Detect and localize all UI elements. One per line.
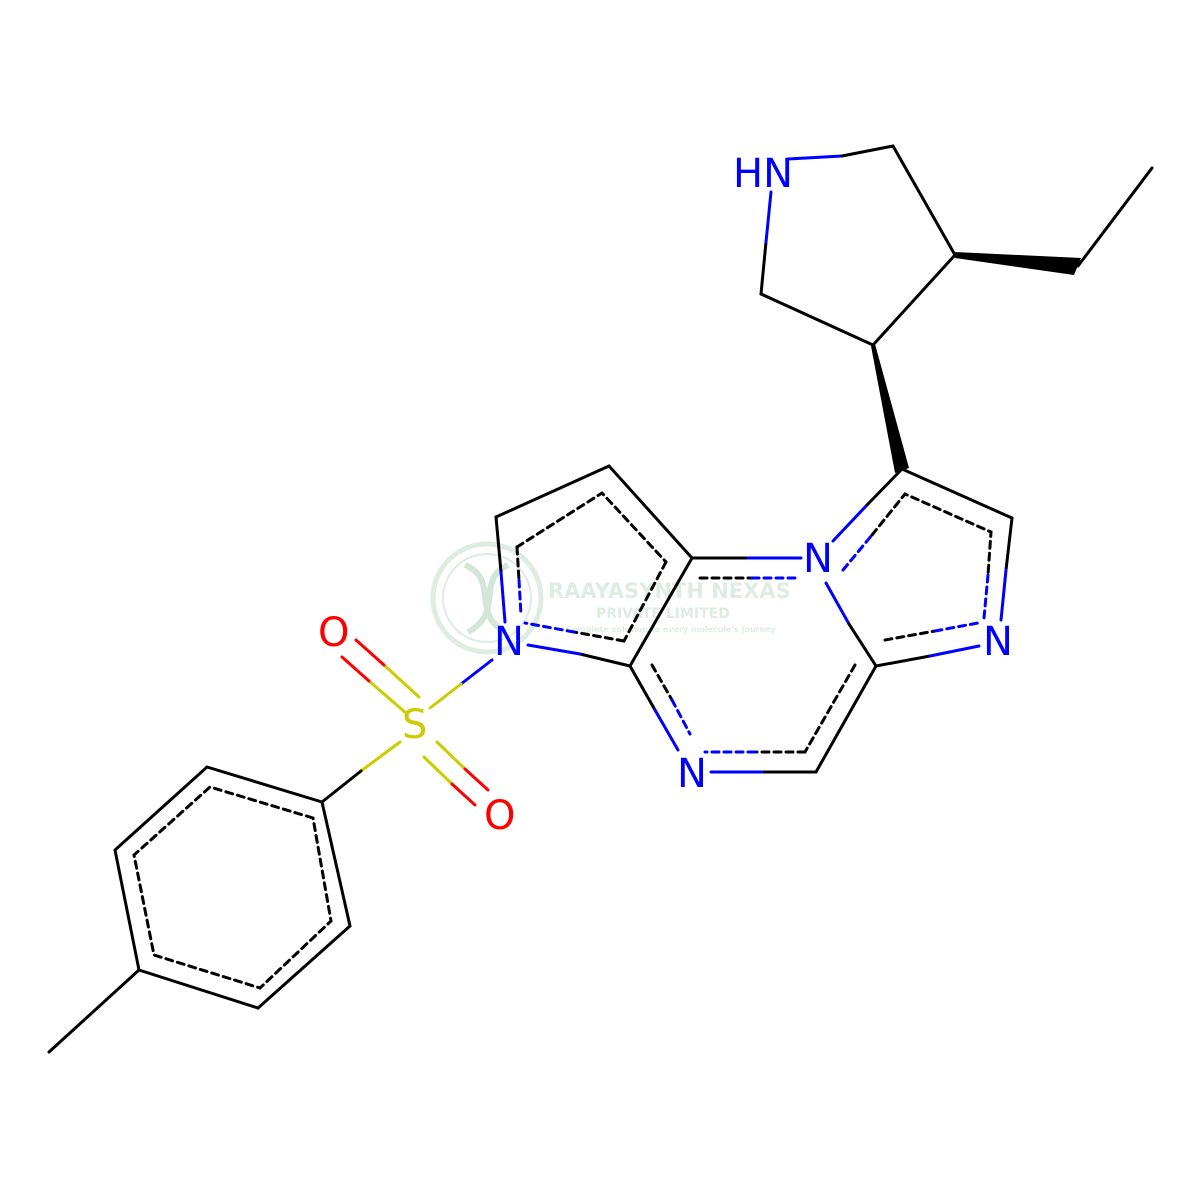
aromatic-bond (982, 573, 990, 620)
aromatic-bond (883, 629, 937, 642)
bond (814, 664, 878, 774)
bonds (47, 144, 1154, 1054)
bond (824, 581, 851, 626)
atom-oxygen-top: O (318, 610, 349, 656)
atom-sulfur: S (402, 702, 427, 748)
bond (450, 782, 477, 807)
bond (871, 253, 957, 347)
bond (786, 154, 844, 161)
bond (367, 679, 408, 715)
watermark-ring (430, 541, 544, 655)
bond (653, 708, 680, 752)
bond (435, 740, 467, 771)
bond (759, 240, 768, 296)
bond (494, 464, 611, 519)
bond (499, 570, 507, 624)
bond (900, 467, 1014, 520)
bond (999, 568, 1008, 622)
atom-labels: HN N N N N S O O (318, 151, 1013, 839)
bond (113, 765, 352, 1010)
aromatic-bond (515, 545, 521, 582)
pyrazine-ring (628, 556, 878, 774)
bond (628, 556, 694, 668)
aromatic-bond (841, 533, 874, 572)
bond (463, 767, 490, 792)
imidazole-ring (831, 467, 1014, 668)
aromatic-bond (803, 663, 857, 754)
bond (874, 654, 932, 668)
bond (928, 644, 981, 658)
bond (764, 190, 773, 244)
bond (847, 622, 878, 668)
bond (628, 664, 657, 712)
bond (578, 652, 632, 668)
aromatic-bond (650, 663, 674, 702)
aromatic-bond (132, 785, 333, 990)
bond (526, 643, 582, 656)
aromatic-bond (933, 621, 980, 633)
sulfonyl-group (320, 638, 494, 807)
bond (354, 638, 386, 667)
bond (422, 755, 454, 786)
benzene-ring (47, 765, 352, 1054)
bond (320, 769, 363, 804)
bond (459, 658, 494, 686)
bond (1004, 516, 1014, 572)
bond (359, 740, 402, 773)
pyrrolidine-ring (759, 144, 957, 347)
atom-n-pyrazine: N (677, 751, 707, 797)
aromatic-bond (515, 491, 668, 564)
bond (831, 503, 869, 543)
atom-n-bridge: N (803, 536, 833, 582)
ethyl-bond (1076, 166, 1154, 268)
atom-n-imidazole: N (983, 619, 1013, 665)
bond (840, 144, 895, 158)
atom-nh: HN (733, 151, 793, 197)
bond (428, 682, 463, 710)
watermark-tagline: Complete solution to every molecule's jo… (566, 625, 777, 634)
wedge-bond (871, 344, 909, 473)
bond (607, 464, 694, 560)
atom-oxygen-bottom: O (484, 793, 515, 839)
bond (759, 292, 875, 347)
watermark-logo: RAAYASYNTH NEXAS PRIVATE LIMITED Complet… (430, 541, 791, 655)
aromatic-bond (670, 698, 692, 736)
bond (494, 515, 503, 574)
aromatic-bond (870, 492, 993, 577)
bond (340, 655, 371, 683)
watermark-subtitle: PRIVATE LIMITED (596, 606, 730, 622)
pyrrole-ring (494, 464, 694, 668)
aromatic-bond (517, 578, 523, 617)
wedge-bond (955, 252, 1081, 275)
aromatic-bond (572, 630, 626, 643)
atom-n-pyrrole: N (494, 619, 524, 665)
watermark-helix-icon (463, 562, 507, 635)
aromatic-bond (523, 621, 576, 634)
bond (865, 467, 904, 507)
bond (891, 144, 957, 257)
bond (382, 663, 421, 699)
watermark-inner-ring (442, 553, 532, 643)
methyl-bond (47, 968, 141, 1054)
aromatic-bond (622, 560, 668, 643)
